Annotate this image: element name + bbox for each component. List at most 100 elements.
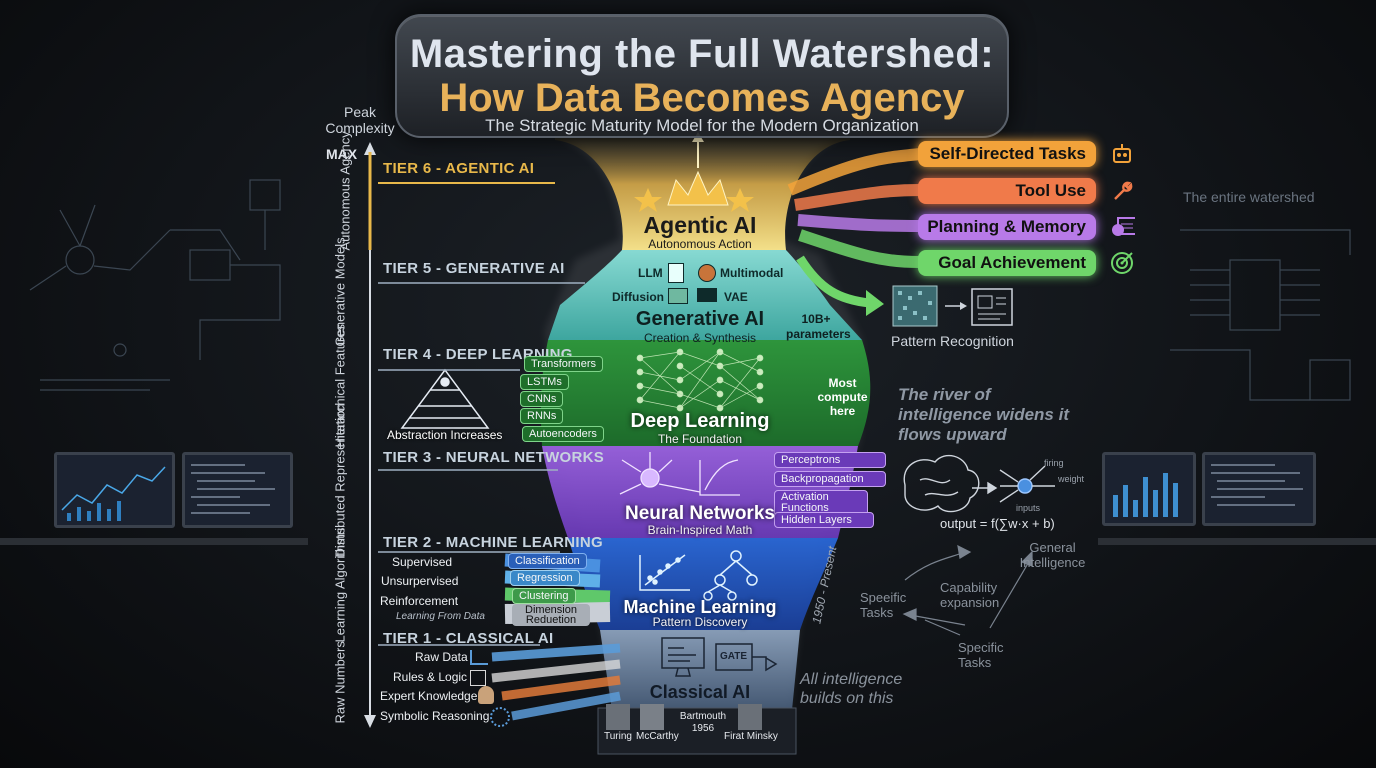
params-label: 10B+ parameters [786, 312, 851, 341]
pill-rnns: RNNs [520, 408, 564, 424]
pill-classification: Classification [508, 553, 587, 569]
pill-autoencoders: Autoencoders [522, 426, 604, 442]
right-monitor-1 [1102, 452, 1196, 526]
specific-tasks-a-label: Speeific Tasks [860, 590, 907, 620]
left-schematic [29, 179, 281, 391]
compute-label: Most compute here [817, 376, 868, 418]
gen-llm-label: LLM [638, 266, 663, 280]
monitor-bars-icon [1113, 473, 1178, 517]
neuron-graphic [619, 452, 740, 496]
tier-2-heading: TIER 2 - MACHINE LEARNING [383, 534, 604, 551]
funnel-base [597, 707, 797, 755]
gate-label: GATE [720, 651, 748, 662]
portrait-minsky [738, 704, 762, 730]
input-expert [501, 675, 621, 701]
expert-person-icon [478, 686, 494, 704]
palette-icon [698, 264, 716, 282]
agentic-title: Agentic AI [643, 212, 757, 238]
robot-icon [1109, 141, 1135, 167]
document-icon [668, 263, 684, 283]
pattern-recognition-label: Pattern Recognition [891, 333, 1014, 349]
subtitle: The Strategic Maturity Model for the Mod… [485, 116, 919, 135]
right-monitor-2 [1202, 452, 1316, 526]
axis-bottom-arrow [364, 715, 376, 728]
flow-pattern-arrow [796, 255, 871, 308]
ml-unsupervised: Unsurpervised [381, 574, 459, 588]
ml-scatter-chart [639, 550, 758, 601]
machine-learning-band [568, 538, 838, 630]
title-line-1: Mastering the Full Watershed: [409, 32, 995, 76]
pill-dimension: Dimension Reduetion [512, 604, 590, 626]
deep-learning-subtitle: The Foundation [657, 432, 743, 446]
output-tool-use: Tool Use [918, 178, 1096, 204]
tier-5-heading: TIER 5 - GENERATIVE AI [383, 260, 565, 277]
tier-3-heading: TIER 3 - NEURAL NETWORKS [383, 449, 605, 466]
capability-label: Capability expansion [940, 580, 1000, 610]
input-symbolic-label: Symbolic Reasoning [380, 709, 490, 723]
pill-lstms: LSTMs [520, 374, 569, 390]
input-rules [491, 659, 621, 683]
film-icon [697, 288, 717, 302]
tier-6-heading: TIER 6 - AGENTIC AI [383, 160, 535, 177]
tier-1-heading: TIER 1 - CLASSICAL AI [383, 630, 554, 647]
input-expert-label: Expert Knowledge [380, 689, 478, 703]
river-note: The river of intelligence widens it flow… [898, 385, 1069, 444]
left-monitor-1 [54, 452, 175, 528]
neural-networks-subtitle: Brain-Inspired Math [647, 523, 753, 537]
ml-supervised: Supervised [392, 555, 453, 569]
dartmouth-label: Bartmouth 1956 [679, 711, 727, 734]
flow-tool-use [794, 184, 921, 211]
pill-cnns: CNNs [520, 391, 564, 407]
output-goal: Goal Achievement [918, 250, 1096, 276]
input-raw-data [491, 643, 621, 662]
network-icon [490, 707, 510, 727]
wrench-icon [1109, 178, 1135, 204]
formula-label: output = f(∑w·x + b) [940, 516, 1055, 531]
abstraction-pyramid-icon [400, 368, 490, 429]
title-banner: Mastering the Full Watershed: How Data B… [395, 14, 1009, 138]
pill-regression: Regression [510, 570, 580, 586]
person-mccarthy: McCarthy [636, 731, 679, 742]
machine-learning-subtitle: Pattern Discovery [652, 615, 748, 629]
deep-learning-title: Deep Learning [630, 410, 770, 432]
classical-computer-icon [661, 637, 778, 677]
pill-hidden-layers: Hidden Layers [774, 512, 874, 528]
watershed-note: The entire watershed [1183, 189, 1315, 205]
crown-icon [634, 132, 754, 212]
pattern-recognition-graphic [892, 285, 1013, 327]
band-raw-numbers: Raw Numbers [332, 641, 348, 724]
agentic-subtitle: Autonomous Action [648, 237, 752, 251]
classical-ai-title: Classical AI [649, 682, 751, 702]
brain-graphic [903, 454, 1055, 513]
monitor-code-icon [191, 464, 275, 514]
ml-learning-note: Learning From Data [396, 611, 485, 622]
neuron-weight-label: weight [1058, 474, 1085, 484]
gen-vae-label: VAE [724, 290, 748, 304]
ml-reinforcement: Reinforcement [380, 594, 459, 608]
portrait-mccarthy [640, 704, 664, 730]
pill-clustering: Clustering [512, 588, 576, 604]
target-icon [1109, 250, 1135, 276]
abstraction-label: Abstraction Increases [387, 428, 503, 442]
image-icon [668, 288, 688, 304]
title-line-2: How Data Becomes Agency [439, 76, 965, 120]
peak-complexity-label: Peak Complexity [325, 104, 395, 136]
generative-subtitle: Creation & Synthesis [643, 331, 757, 345]
input-rules-label: Rules & Logic [393, 670, 468, 684]
person-minsky: Firat Minsky [724, 731, 778, 742]
input-raw-data-label: Raw Data [415, 650, 468, 664]
axis-top-arrow [364, 142, 376, 155]
neuron-inputs-label: inputs [1016, 503, 1041, 513]
right-desk [1098, 538, 1376, 545]
band-learning-algorithms: Learning Algorithms [332, 527, 348, 643]
calendar-icon [1109, 214, 1135, 240]
pill-backpropagation: Backpropagation [774, 471, 886, 487]
left-desk [0, 538, 308, 545]
input-symbolic [511, 691, 621, 721]
flow-goal [798, 229, 921, 268]
output-self-directed: Self-Directed Tasks [918, 141, 1096, 167]
flow-pattern-arrowhead [866, 290, 884, 316]
foundation-note: All intelligence builds on this [800, 671, 903, 707]
general-intelligence-label: General Intelligence [1019, 540, 1086, 570]
deep-learning-band [540, 340, 871, 446]
